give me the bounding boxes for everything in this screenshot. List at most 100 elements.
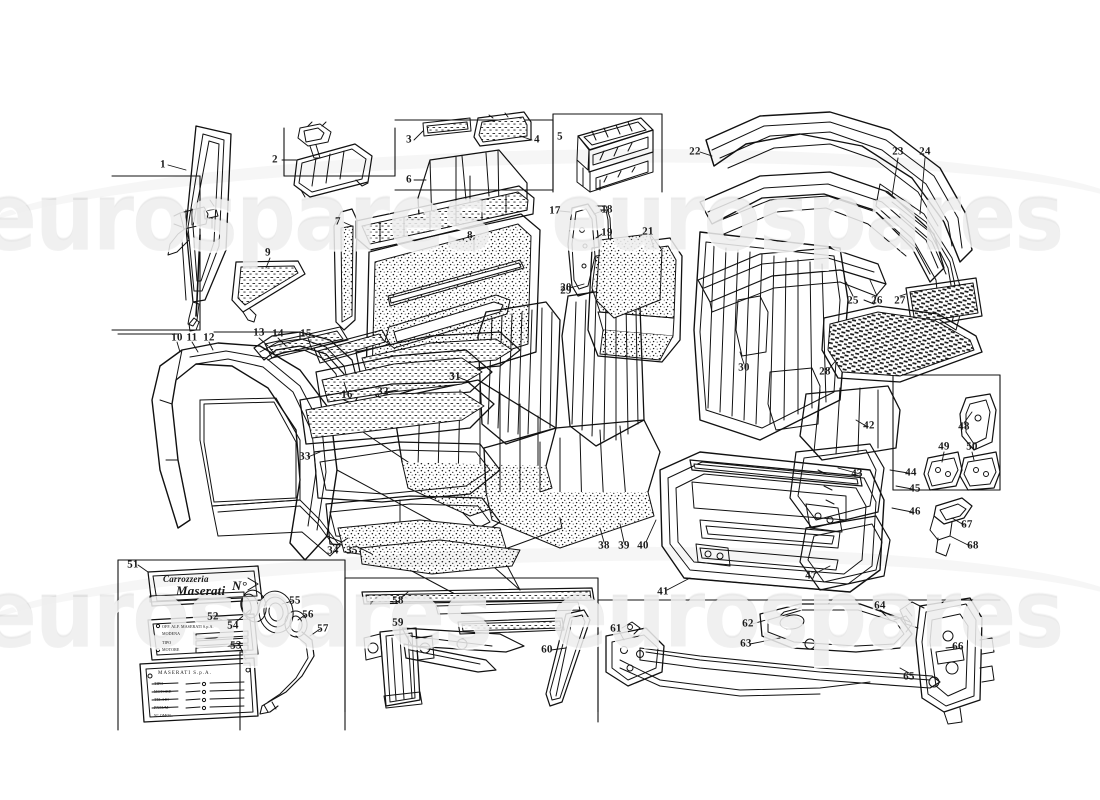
callout-number: 6: [405, 173, 413, 186]
callout-number: 15: [300, 327, 312, 340]
callout-number: 63: [740, 637, 752, 650]
callout-number: 59: [392, 616, 404, 629]
callout-number: 53: [230, 639, 242, 652]
part-28-floor-mat: [821, 305, 983, 383]
callout-number: 39: [618, 539, 630, 552]
callout-number: 7: [334, 215, 342, 228]
part-4-badge-plate: [473, 111, 532, 147]
part-13-14-trim-strips: [264, 326, 391, 364]
part-67-68-striker: [929, 497, 973, 557]
callout-number: 27: [894, 294, 906, 307]
callout-number: 4: [533, 133, 541, 146]
callout-number: 38: [598, 539, 610, 552]
callout-number: 14: [272, 327, 284, 340]
leader-lines: [137, 130, 975, 674]
callout-number: 33: [299, 450, 311, 463]
part-61-hinge-bracket: [605, 621, 665, 687]
plate-53-row-label: N° OMOL.: [154, 713, 174, 718]
callout-number: 56: [302, 608, 314, 621]
part-32-33-34-35-sills: [299, 331, 521, 575]
callout-number: 42: [863, 419, 875, 432]
callout-number: 66: [952, 640, 964, 653]
callout-number: 22: [689, 145, 701, 158]
callout-number: 23: [892, 145, 904, 158]
callout-number: 16: [341, 388, 353, 401]
callout-number: 40: [637, 539, 649, 552]
callout-number: 2: [271, 153, 279, 166]
callout-number: 58: [392, 594, 404, 607]
callout-number: 52: [207, 610, 219, 623]
part-51-52-53-id-plates: [139, 565, 263, 723]
plate-53-row-label: TELAIO: [154, 697, 170, 702]
plate-53-row-label: PNEUM.: [154, 705, 170, 710]
part-25-26-deck-trims: [697, 247, 887, 313]
callout-number: 55: [289, 594, 301, 607]
callout-number: 54: [227, 619, 239, 632]
plate-53-row-label: TIPO: [154, 681, 164, 686]
callout-number: 18: [601, 203, 613, 216]
callout-number: 43: [851, 467, 863, 480]
part-48-49-50-brackets: [923, 393, 1001, 491]
callout-number: 51: [127, 558, 139, 571]
part-60-rail-strip: [545, 609, 591, 707]
part-5-console-box: [576, 117, 654, 193]
plate-52-line1: OFF. ALF. MASERATI S.p.A.: [162, 624, 214, 629]
part-7-door-inner-panel: [333, 185, 535, 331]
plate-52-line4: MOTORE: [162, 647, 180, 652]
callout-number: 65: [903, 670, 915, 683]
plate-52-line2: MODENA: [162, 631, 181, 636]
callout-number: 47: [805, 569, 817, 582]
callout-number: 31: [449, 370, 461, 383]
callout-number: 1: [159, 158, 167, 171]
callout-number: 46: [909, 505, 921, 518]
callout-number: 45: [909, 482, 921, 495]
callout-number: 19: [601, 226, 613, 239]
plate-51-line3: N°: [232, 578, 247, 593]
callout-number: 9: [264, 246, 272, 259]
plate-53-row-label: MOTORE: [154, 689, 172, 694]
callout-number: 41: [657, 585, 669, 598]
callout-number: 44: [905, 466, 917, 479]
part-1-windshield-frame: [167, 125, 232, 332]
callout-number: 34: [327, 544, 339, 557]
part-58-59-window-regulator: [361, 587, 595, 709]
part-41-47-door-shell: [659, 451, 885, 593]
callout-number: 30: [738, 361, 750, 374]
part-42-46-quarter-panels: [789, 385, 901, 591]
callout-number: 49: [938, 440, 950, 453]
callout-number: 11: [186, 331, 198, 344]
callout-number: 62: [742, 617, 754, 630]
callout-number: 60: [541, 643, 553, 656]
callout-number: 25: [847, 294, 859, 307]
callout-number: 17: [549, 204, 561, 217]
part-62-65-handle-and-rods: [619, 603, 941, 697]
callout-number: 68: [967, 539, 979, 552]
callout-number: 50: [966, 440, 978, 453]
part-66-door-latch: [899, 597, 995, 725]
callout-number: 35: [346, 544, 358, 557]
callout-number: 13: [253, 326, 265, 339]
callout-number: 29: [560, 284, 572, 297]
callout-number: 5: [556, 130, 564, 143]
part-2-mirror-and-visor: [293, 121, 373, 198]
callout-number: 28: [819, 365, 831, 378]
callout-number: 67: [961, 518, 973, 531]
part-22-23-24-rear-window-frames: [699, 111, 973, 331]
part-54-57-grommets-and-cable: [240, 589, 315, 715]
callout-number: 64: [874, 599, 886, 612]
part-3-badge-strip: [422, 117, 472, 137]
part-9-trim-strip: [231, 260, 306, 323]
callout-number: 8: [466, 229, 474, 242]
callout-number: 10: [171, 331, 183, 344]
plate-52-line3: TIPO: [162, 640, 172, 645]
callout-number: 57: [317, 622, 329, 635]
callout-number: 12: [203, 331, 215, 344]
callout-number: 24: [919, 145, 931, 158]
callout-number: 26: [871, 294, 883, 307]
callout-number: 48: [958, 420, 970, 433]
callout-number: 32: [377, 385, 389, 398]
plate-51-line1: Carrozzeria: [163, 574, 209, 584]
callout-number: 21: [642, 225, 654, 238]
